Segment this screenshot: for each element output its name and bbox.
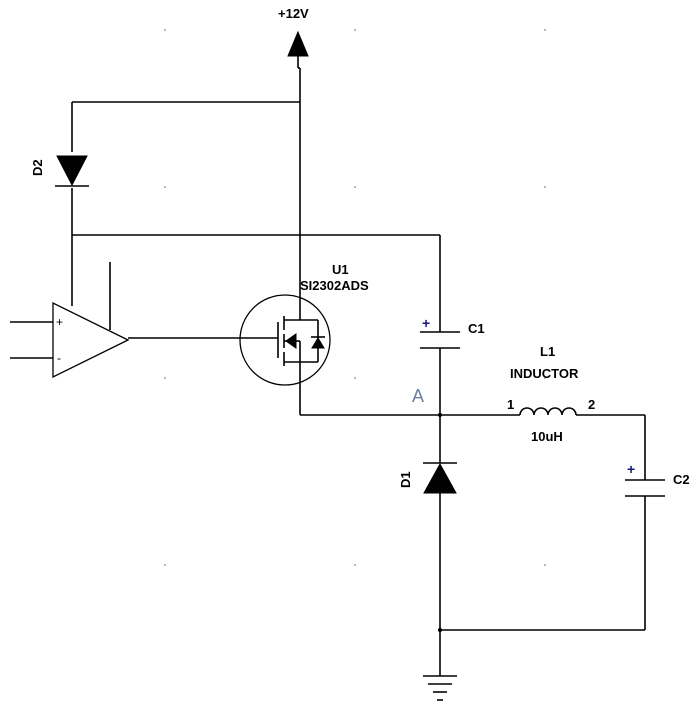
grid-dots <box>164 29 546 566</box>
l1-pin2: 2 <box>588 397 595 412</box>
opamp-plus: + <box>56 315 63 329</box>
c2-plus: + <box>627 461 635 477</box>
l1-value: 10uH <box>531 429 563 444</box>
u1-ref: U1 <box>332 262 349 277</box>
l1-pin1: 1 <box>507 397 514 412</box>
opamp-minus: - <box>57 351 61 365</box>
node-a: A <box>300 386 520 418</box>
capacitor-c1: + C1 <box>420 315 485 415</box>
wires-top <box>71 101 441 320</box>
l1-ref: L1 <box>540 344 555 359</box>
c1-label: C1 <box>468 321 485 336</box>
supply-12v: +12V <box>278 6 309 102</box>
ground <box>423 627 645 701</box>
u1-part: SI2302ADS <box>300 278 369 293</box>
inductor-l1: L1 INDUCTOR 10uH 1 2 <box>507 344 645 444</box>
d1-label: D1 <box>398 471 413 488</box>
opamp: + - <box>10 262 278 379</box>
mosfet-u1: U1 SI2302ADS <box>239 262 369 415</box>
d2-label: D2 <box>30 159 45 176</box>
capacitor-c2: + C2 <box>625 415 690 630</box>
c2-label: C2 <box>673 472 690 487</box>
node-a-label: A <box>412 386 424 406</box>
diode-d1: D1 <box>398 415 457 630</box>
diode-d2: D2 <box>30 155 89 187</box>
c1-plus: + <box>422 315 430 331</box>
l1-part: INDUCTOR <box>510 366 579 381</box>
supply-label: +12V <box>278 6 309 21</box>
